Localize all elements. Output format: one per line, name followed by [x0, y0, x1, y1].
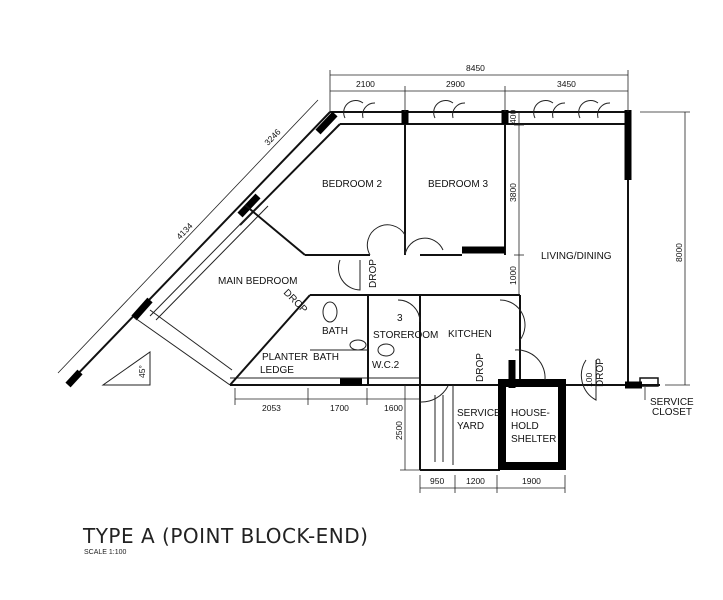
dim-inner-2: 3800 — [508, 183, 518, 202]
dim-top-2: 2900 — [446, 79, 465, 89]
service-closet-label-1: SERVICE — [650, 397, 694, 408]
room-main-bedroom: MAIN BEDROOM — [218, 276, 297, 287]
door-swings — [322, 100, 611, 403]
dim-diagonal-1: 3246 — [262, 127, 283, 148]
room-number: 3 — [397, 313, 403, 324]
dim-bottom2-1: 950 — [430, 476, 444, 486]
room-bedroom-2: BEDROOM 2 — [322, 179, 382, 190]
room-household-shelter-2: HOLD — [511, 421, 539, 432]
room-living-dining: LIVING/DINING — [541, 251, 612, 262]
room-service-yard-2: YARD — [457, 421, 484, 432]
dim-right-total: 8000 — [674, 243, 684, 262]
plan-title: TYPE A (POINT BLOCK-END) — [82, 524, 368, 548]
service-closet-label-2: CLOSET — [652, 407, 692, 418]
dim-bottom-1: 2053 — [262, 403, 281, 413]
dim-top-total: 8450 — [466, 63, 485, 73]
room-household-shelter-3: SHELTER — [511, 434, 556, 445]
drop-note-2: DROP — [368, 259, 379, 288]
dim-diagonal-2: 4134 — [174, 221, 195, 242]
dim-top-1: 2100 — [356, 79, 375, 89]
walls — [65, 110, 660, 471]
room-bath-2: BATH — [313, 352, 339, 363]
room-ledge: LEDGE — [260, 365, 294, 376]
room-service-yard-1: SERVICE — [457, 408, 501, 419]
dim-inner-3: 1000 — [508, 266, 518, 285]
dimension-lines — [57, 70, 690, 493]
room-planter: PLANTER — [262, 352, 308, 363]
dim-bottom-3: 1600 — [384, 403, 403, 413]
plan-scale: SCALE 1:100 — [84, 549, 127, 556]
room-kitchen: KITCHEN — [448, 329, 492, 340]
drop-note-3: DROP — [475, 353, 486, 382]
dim-closet: 100 — [584, 373, 594, 387]
dim-bottom-2: 1700 — [330, 403, 349, 413]
room-storeroom: STOREROOM — [373, 330, 438, 341]
room-bath-1: BATH — [322, 326, 348, 337]
room-household-shelter-1: HOUSE- — [511, 408, 550, 419]
room-bedroom-3: BEDROOM 3 — [428, 179, 488, 190]
dim-top-3: 3450 — [557, 79, 576, 89]
dim-bottom2-3: 1900 — [522, 476, 541, 486]
dim-inner-1: 400 — [508, 110, 518, 124]
dim-bottom2-2: 1200 — [466, 476, 485, 486]
room-wc-2: W.C.2 — [372, 360, 400, 371]
dim-angle: 45° — [137, 365, 147, 378]
dim-yard-depth: 2500 — [394, 421, 404, 440]
angle-marker — [101, 351, 151, 386]
drop-note-4: DROP — [595, 358, 606, 387]
